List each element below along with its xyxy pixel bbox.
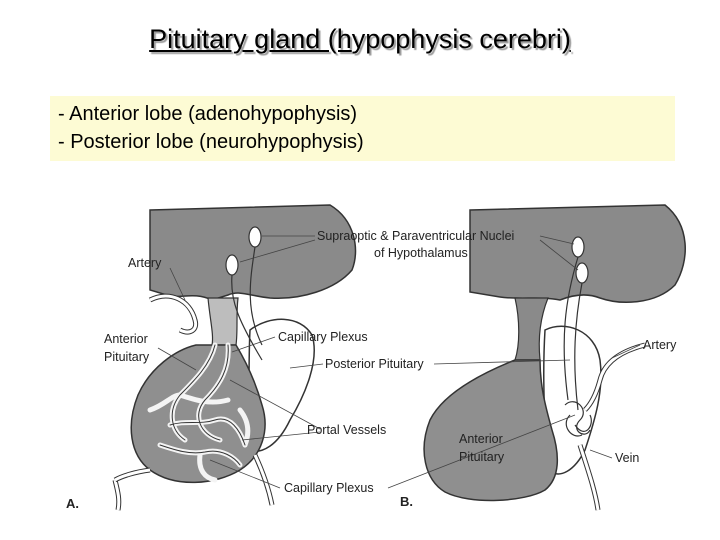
neurons-a — [225, 226, 262, 276]
label-supraoptic-line2: of Hypothalamus — [374, 246, 468, 260]
label-portal-vessels: Portal Vessels — [307, 423, 386, 437]
anterior-lobe-b — [423, 359, 559, 502]
label-posterior-pituitary: Posterior Pituitary — [325, 357, 424, 371]
leader-lines — [157, 235, 641, 489]
panel-b-illustration — [423, 204, 686, 511]
label-vein: Vein — [615, 451, 639, 465]
slide-title: Pituitary gland (hypophysis cerebri) — [0, 24, 720, 55]
artery-vessel-a — [148, 293, 199, 335]
label-artery-a: Artery — [128, 256, 162, 270]
hypothalamus-a — [149, 204, 357, 301]
panel-a-illustration — [112, 204, 357, 511]
label-panel-a: A. — [66, 496, 79, 511]
bullet-posterior-lobe: - Posterior lobe (neurohypophysis) — [58, 131, 364, 153]
title-part-middle: ypophysis cerebri — [351, 24, 562, 54]
label-anterior-b-line2: Pituitary — [459, 450, 505, 464]
label-panel-b: B. — [400, 494, 413, 509]
label-capillary-plexus-bottom: Capillary Plexus — [284, 481, 374, 495]
label-anterior-a-line1: Anterior — [104, 332, 148, 346]
infundibulum-b — [514, 297, 549, 361]
bullet-anterior-lobe: - Anterior lobe (adenohypophysis) — [58, 103, 358, 125]
label-anterior-a-line2: Pituitary — [104, 350, 150, 364]
label-artery-b: Artery — [643, 338, 677, 352]
title-part-underlined-start: Pituitary gland (h — [149, 24, 352, 54]
bullet-box: - Anterior lobe (adenohypophysis) - Post… — [50, 96, 675, 161]
label-anterior-b-line1: Anterior — [459, 432, 503, 446]
infundibulum-a — [207, 297, 239, 346]
title-part-underlined-end: ) — [561, 24, 571, 54]
label-supraoptic-line1: Supraoptic & Paraventricular Nuclei — [317, 229, 514, 243]
label-capillary-plexus-top: Capillary Plexus — [278, 330, 368, 344]
